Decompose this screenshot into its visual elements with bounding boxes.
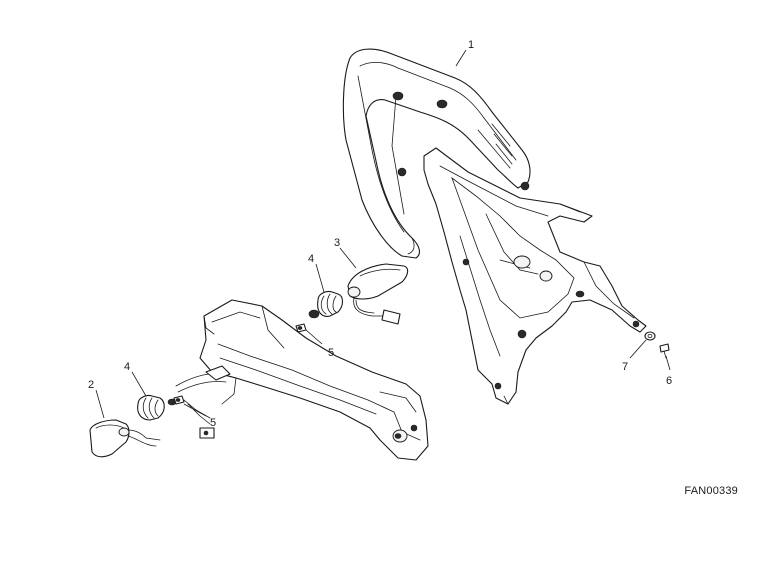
rubber-grommet-part-upper [308, 290, 344, 319]
drawing-code-label: FAN00339 [684, 485, 738, 497]
left-turn-indicator-part [89, 419, 161, 458]
mounting-screw-part-upper [295, 323, 307, 333]
callout-1: 1 [468, 39, 474, 51]
callout-7: 7 [622, 361, 628, 373]
leader-line-2 [95, 389, 105, 419]
screw-part [659, 343, 670, 359]
leader-line-4-lower [131, 371, 147, 397]
right-turn-indicator-part [347, 263, 409, 325]
rear-tail-subframe-part [423, 147, 647, 405]
callout-2: 2 [88, 379, 94, 391]
leader-lines [95, 49, 671, 419]
callout-3: 3 [334, 237, 340, 249]
callout-4-upper: 4 [308, 253, 314, 265]
callout-numbers: 1 3 4 5 4 2 5 7 6 [88, 39, 672, 429]
leader-line-7 [629, 339, 647, 359]
callout-6: 6 [666, 375, 672, 387]
leader-line-5-upper [305, 329, 323, 345]
leader-line-1 [455, 49, 467, 67]
leader-line-5-lower [183, 403, 207, 417]
grab-handle-part [342, 48, 531, 259]
washer-part [644, 331, 656, 341]
rubber-grommet-part-lower [137, 394, 177, 421]
callout-5-upper: 5 [328, 347, 334, 359]
leader-line-3 [339, 247, 357, 269]
wiring-harness-part [175, 365, 237, 439]
leader-line-6 [665, 355, 671, 371]
number-plate-bracket-part [199, 299, 429, 461]
callout-5-lower: 5 [210, 417, 216, 429]
mounting-screw-part-lower [173, 395, 185, 405]
callout-4-lower: 4 [124, 361, 130, 373]
leader-line-4-upper [315, 263, 325, 293]
